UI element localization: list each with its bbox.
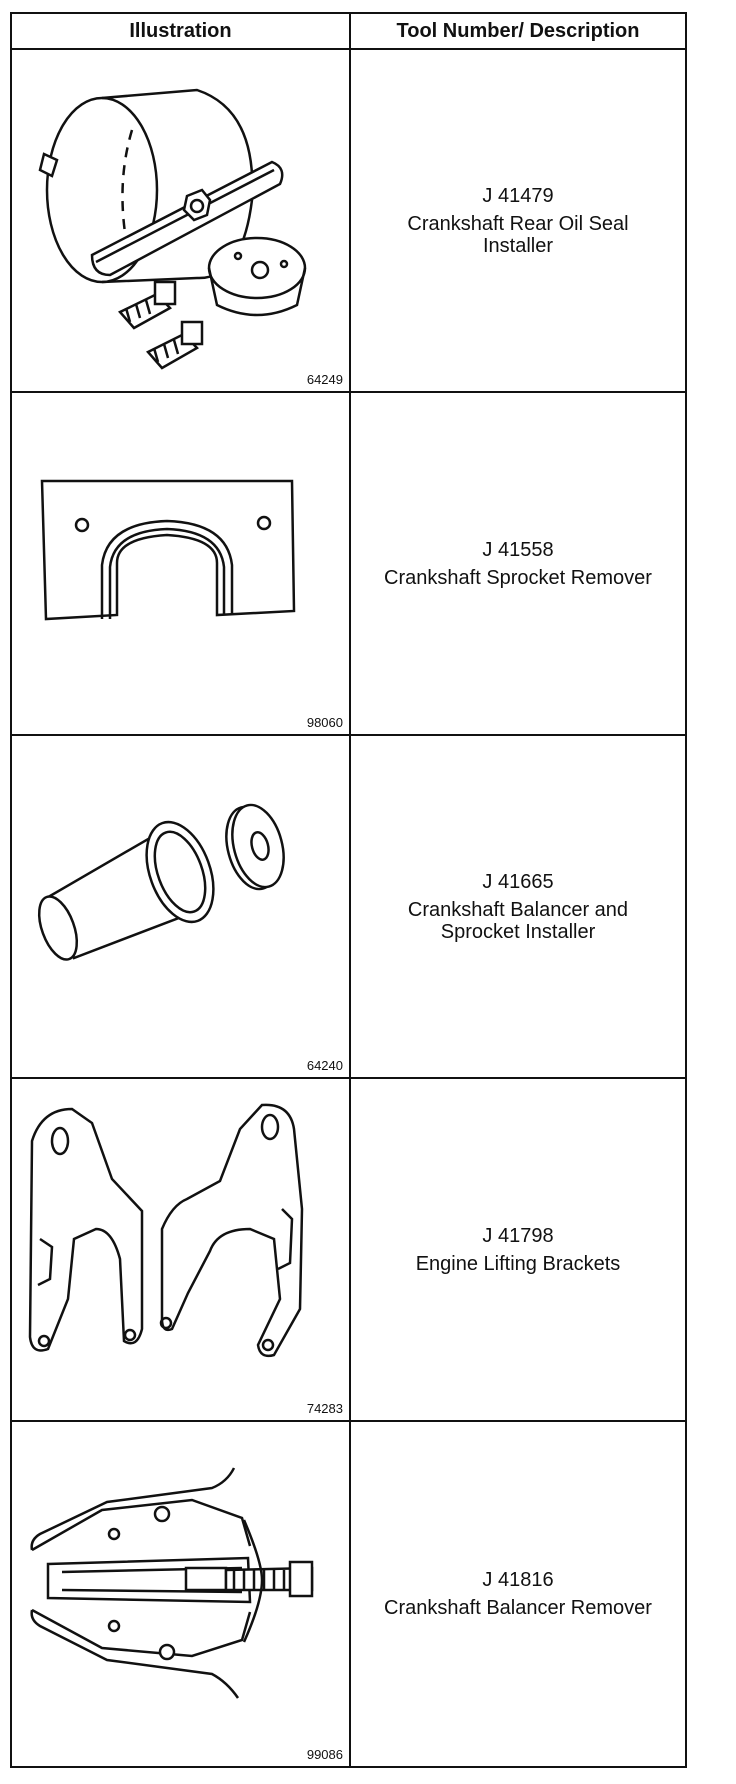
table-row: 74283 J 41798 Engine Lifting Brackets [12, 1079, 685, 1422]
description-cell: J 41558 Crankshaft Sprocket Remover [351, 393, 685, 734]
tool-table: Illustration Tool Number/ Description [10, 12, 687, 1768]
table-row: 98060 J 41558 Crankshaft Sprocket Remove… [12, 393, 685, 736]
figure-number: 64240 [306, 1058, 343, 1073]
illustration-cell: 74283 [12, 1079, 351, 1420]
tool-description: Crankshaft Balancer Remover [384, 1597, 652, 1619]
illustration-cell: 99086 [12, 1422, 351, 1766]
figure-number: 64249 [306, 372, 343, 387]
balancer-installer-illustration [37, 803, 285, 961]
illustration-cell: 64249 [12, 50, 351, 391]
lifting-brackets-illustration [28, 1103, 304, 1358]
tool-description: Crankshaft Balancer and Sprocket Install… [407, 898, 629, 943]
tool-number: J 41798 [482, 1224, 554, 1247]
seal-installer-illustration [38, 88, 307, 370]
tool-number: J 41816 [482, 1569, 554, 1591]
tool-description: Engine Lifting Brackets [415, 1252, 621, 1275]
tool-description: Crankshaft Sprocket Remover [384, 566, 652, 589]
tool-description: Crankshaft Rear Oil Seal Installer [407, 212, 629, 257]
table-row: 99086 J 41816 Crankshaft Balancer Remove… [12, 1422, 685, 1766]
table-row: 64240 J 41665 Crankshaft Balancer and Sp… [12, 736, 685, 1079]
figure-number: 98060 [306, 715, 343, 730]
illustration-header: Illustration [12, 14, 351, 48]
balancer-remover-illustration [30, 1467, 314, 1699]
description-cell: J 41816 Crankshaft Balancer Remover [351, 1422, 685, 1766]
table-row: 64249 J 41479 Crankshaft Rear Oil Seal I… [12, 50, 685, 393]
tool-number: J 41479 [482, 184, 554, 207]
figure-number: 99086 [306, 1747, 343, 1762]
figure-number: 74283 [306, 1401, 343, 1416]
tool-number: J 41558 [482, 538, 554, 561]
sprocket-remover-illustration [40, 479, 296, 621]
tool-number: J 41665 [482, 870, 554, 893]
table-header: Illustration Tool Number/ Description [12, 14, 685, 50]
description-cell: J 41798 Engine Lifting Brackets [351, 1079, 685, 1420]
description-cell: J 41665 Crankshaft Balancer and Sprocket… [351, 736, 685, 1077]
illustration-cell: 64240 [12, 736, 351, 1077]
illustration-cell: 98060 [12, 393, 351, 734]
description-cell: J 41479 Crankshaft Rear Oil Seal Install… [351, 50, 685, 391]
description-header: Tool Number/ Description [396, 19, 640, 42]
